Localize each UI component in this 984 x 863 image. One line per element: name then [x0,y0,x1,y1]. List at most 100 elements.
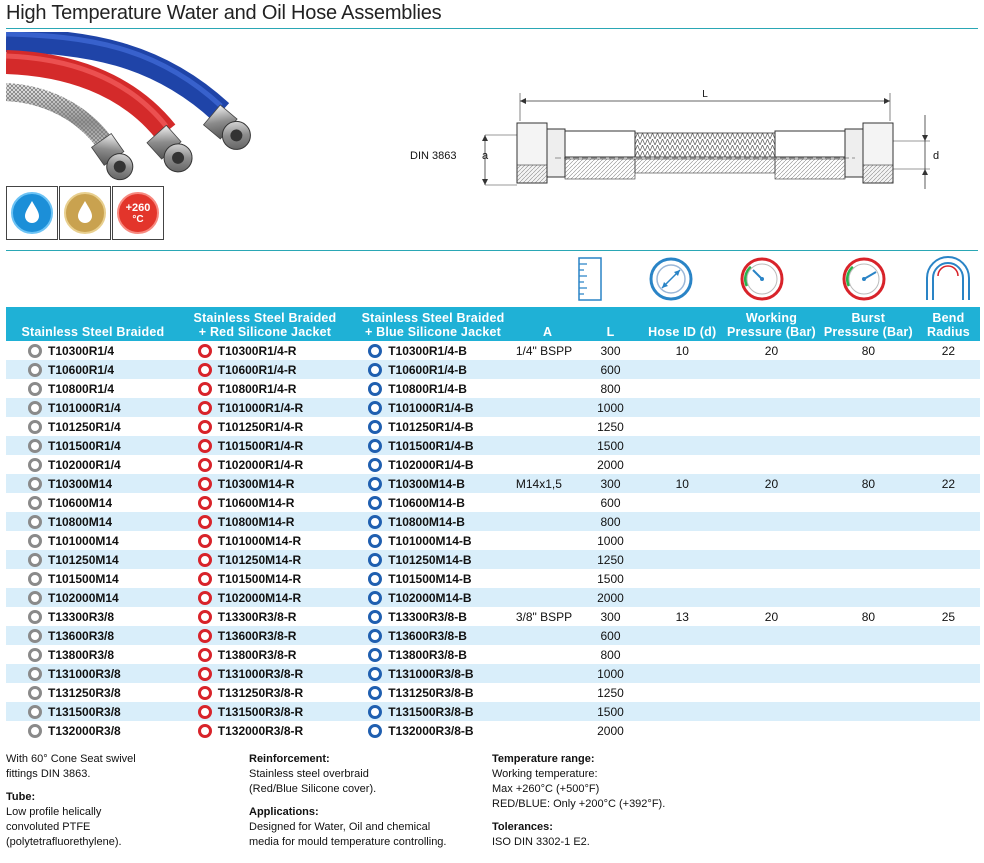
red-jacket-part-number: T102000R1/4-R [217,457,304,472]
bend-radius-cell [916,436,980,455]
red-jacket-part-number: T101500M14-R [217,571,302,586]
red-jacket-ring-icon [197,609,212,624]
oil-drop-icon [64,192,106,234]
blue-jacket-part-number: T10300M14-B [388,476,465,491]
steel-cell: T132000R3/8 [6,721,180,740]
fitting-note-line2: fittings DIN 3863. [6,768,91,780]
blue-jacket-part-number: T13600R3/8-B [388,628,467,643]
bend-radius-cell [916,721,980,740]
length-l-cell: 300 [579,341,642,360]
steel-ring-icon [28,647,42,662]
red-jacket-cell: T102000R1/4-R [179,455,351,474]
red-jacket-ring-icon [197,590,212,605]
blue-jacket-ring-icon [368,552,383,567]
hose-id-cell [641,398,723,417]
hose-id-cell [641,550,723,569]
blue-jacket-part-number: T101000M14-B [388,533,472,548]
steel-part-number: T131500R3/8 [48,704,121,719]
thread-a-cell [515,550,580,569]
blue-jacket-part-number: T101000R1/4-B [388,400,474,415]
tube-line3: (polytetrafluorethylene). [6,836,122,848]
red-jacket-cell: T131500R3/8-R [179,702,351,721]
bend-radius-cell [916,683,980,702]
bend-radius-cell [916,512,980,531]
blue-jacket-part-number: T132000R3/8-B [388,723,474,738]
blue-jacket-ring-icon [368,419,383,434]
col-header-blue: Stainless Steel Braided+ Blue Silicone J… [350,307,516,341]
blue-jacket-cell: T10800M14-B [350,512,516,531]
steel-ring-icon [28,400,42,415]
steel-cell: T10600R1/4 [6,360,180,379]
blue-jacket-ring-icon [368,590,383,605]
steel-ring-icon [28,495,42,510]
hose-id-cell [641,645,723,664]
working-pressure-cell [722,664,820,683]
blue-jacket-part-number: T102000M14-B [388,590,472,605]
length-l-cell: 600 [579,626,642,645]
blue-jacket-part-number: T101500M14-B [388,571,472,586]
burst-pressure-cell: 80 [819,474,917,493]
red-jacket-part-number: T10600R1/4-R [217,362,297,377]
hose-id-cell [641,455,723,474]
fitting-note-line1: With 60° Cone Seat swivel [6,753,136,765]
page-title: High Temperature Water and Oil Hose Asse… [6,2,442,24]
length-l-cell: 1000 [579,664,642,683]
steel-cell: T101250R1/4 [6,417,180,436]
bend-radius-cell [916,493,980,512]
steel-cell: T102000M14 [6,588,180,607]
col-header-steel: Stainless Steel Braided [6,307,180,341]
red-jacket-part-number: T10800R1/4-R [217,381,297,396]
blue-jacket-part-number: T10800R1/4-B [388,381,467,396]
bend-radius-cell [916,455,980,474]
steel-ring-icon [28,571,42,586]
length-l-cell: 2000 [579,721,642,740]
red-jacket-cell: T131000R3/8-R [179,664,351,683]
blue-jacket-part-number: T10600M14-B [388,495,465,510]
thread-a-cell [515,645,580,664]
blue-jacket-ring-icon [368,533,383,548]
steel-part-number: T101000M14 [48,533,119,548]
steel-cell: T131000R3/8 [6,664,180,683]
working-pressure-cell: 20 [722,474,820,493]
steel-part-number: T10600M14 [48,495,113,510]
steel-ring-icon [28,419,42,434]
steel-cell: T101000M14 [6,531,180,550]
thread-a-cell [515,436,580,455]
red-jacket-part-number: T101500R1/4-R [217,438,304,453]
blue-jacket-cell: T131250R3/8-B [350,683,516,702]
applications-line1: Designed for Water, Oil and chemical [249,821,431,833]
steel-ring-icon [28,590,42,605]
col-header-burst-line2: Pressure (Bar) [823,325,913,339]
red-jacket-ring-icon [197,647,212,662]
red-jacket-ring-icon [197,723,212,738]
steel-ring-icon [28,514,42,529]
working-pressure-cell [722,531,820,550]
steel-part-number: T101250M14 [48,552,119,567]
temperature-value: +260 [126,202,151,214]
red-jacket-cell: T10600M14-R [179,493,351,512]
burst-pressure-cell [819,702,917,721]
hose-id-cell [641,626,723,645]
red-jacket-cell: T101000M14-R [179,531,351,550]
hose-id-cell [641,683,723,702]
blue-jacket-cell: T132000R3/8-B [350,721,516,740]
red-jacket-part-number: T10300M14-R [217,476,295,491]
col-header-red-line1: Stainless Steel Braided [193,311,337,325]
steel-ring-icon [28,476,42,491]
thread-a-cell: 3/8" BSPP [515,607,580,626]
red-jacket-cell: T10800M14-R [179,512,351,531]
hose-id-cell [641,417,723,436]
steel-cell: T10800R1/4 [6,379,180,398]
blue-jacket-cell: T13800R3/8-B [350,645,516,664]
red-jacket-cell: T132000R3/8-R [179,721,351,740]
